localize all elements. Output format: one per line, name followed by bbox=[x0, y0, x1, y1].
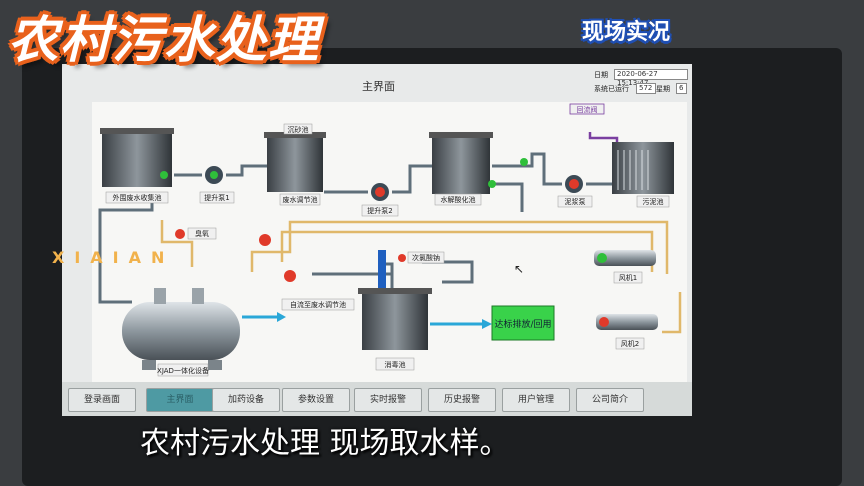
svg-text:泥浆泵: 泥浆泵 bbox=[565, 197, 586, 206]
watermark: XIAIAN bbox=[52, 248, 175, 267]
fan-2: 风机2 bbox=[596, 314, 658, 350]
svg-text:次氯酸钠: 次氯酸钠 bbox=[412, 253, 440, 262]
nav-dosing[interactable]: 加药设备 bbox=[212, 388, 280, 412]
discharge-label: 达标排放/回用 bbox=[494, 318, 551, 330]
nav-company[interactable]: 公司简介 bbox=[576, 388, 644, 412]
svg-text:臭氧: 臭氧 bbox=[195, 229, 209, 238]
runtime-label: 系统已运行 bbox=[594, 85, 629, 93]
sludge-pump: 泥浆泵 bbox=[557, 175, 593, 208]
nav-login[interactable]: 登录画面 bbox=[68, 388, 136, 412]
banner-title: 农村污水处理 bbox=[8, 11, 320, 69]
fan-1: 风机1 bbox=[594, 250, 656, 284]
weekday-value: 6 bbox=[676, 83, 687, 94]
svg-text:自流至废水调节池: 自流至废水调节池 bbox=[290, 300, 346, 309]
svg-text:风机2: 风机2 bbox=[621, 339, 639, 348]
nav-history-alarm[interactable]: 历史报警 bbox=[428, 388, 496, 412]
sludge-tank: 污泥池 回流阀 bbox=[569, 103, 674, 208]
video-subtitle: 农村污水处理 现场取水样。 bbox=[140, 426, 510, 461]
nav-user-mgmt[interactable]: 用户管理 bbox=[502, 388, 570, 412]
svg-text:风机1: 风机1 bbox=[619, 273, 637, 282]
site-tag: 现场实况 bbox=[582, 20, 671, 45]
nav-bar: 登录画面 主界面 加药设备 参数设置 实时报警 历史报警 用户管理 公司简介 bbox=[62, 382, 692, 416]
ozone-valve: 臭氧 bbox=[175, 227, 217, 240]
disinfection-tank: 消毒池 bbox=[358, 288, 432, 371]
weekday-label: 星期 bbox=[656, 85, 670, 93]
discharge-box: 达标排放/回用 bbox=[491, 305, 555, 341]
runtime-value: 572 bbox=[636, 83, 656, 94]
collection-tank: 外围废水收集池 bbox=[100, 128, 174, 204]
sand-tank: 沉砂池 废水调节池 bbox=[264, 123, 326, 206]
page-title: 主界面 bbox=[362, 80, 395, 93]
hmi-top-bar: 主界面 日期 2020-06-27 15:13:47 系统已运行 572 星期 … bbox=[62, 64, 692, 100]
svg-text:回流阀: 回流阀 bbox=[577, 105, 598, 114]
lift-pump-1: 提升泵1 bbox=[199, 166, 235, 204]
svg-text:沉砂池: 沉砂池 bbox=[288, 125, 309, 134]
nav-main[interactable]: 主界面 bbox=[146, 388, 214, 412]
svg-text:水解酸化池: 水解酸化池 bbox=[441, 195, 476, 204]
air-valve-1 bbox=[259, 234, 271, 246]
hydrolysis-tank: 水解酸化池 bbox=[429, 132, 528, 206]
date-label: 日期 bbox=[594, 71, 608, 79]
date-value: 2020-06-27 15:13:47 bbox=[614, 69, 688, 87]
svg-text:污泥池: 污泥池 bbox=[643, 197, 664, 206]
tank-collect-label: 外围废水收集池 bbox=[113, 193, 162, 202]
hmi-screen: 主界面 日期 2020-06-27 15:13:47 系统已运行 572 星期 … bbox=[62, 64, 692, 416]
xjad-unit: XJAD一体化设备 bbox=[122, 288, 240, 377]
lift-pump-2: 提升泵2 bbox=[361, 183, 399, 217]
svg-text:提升泵1: 提升泵1 bbox=[204, 193, 229, 202]
nav-realtime-alarm[interactable]: 实时报警 bbox=[354, 388, 422, 412]
chlorine-tank: 次氯酸钠 bbox=[378, 250, 445, 290]
process-diagram: 外围废水收集池 提升泵1 沉砂池 废水调节池 提升泵2 bbox=[92, 102, 687, 382]
svg-text:提升泵2: 提升泵2 bbox=[367, 206, 392, 215]
svg-text:废水调节池: 废水调节池 bbox=[283, 195, 318, 204]
air-valve-2 bbox=[284, 270, 296, 282]
svg-text:消毒池: 消毒池 bbox=[385, 360, 406, 369]
nav-params[interactable]: 参数设置 bbox=[282, 388, 350, 412]
svg-text:XJAD一体化设备: XJAD一体化设备 bbox=[157, 366, 209, 375]
mouse-cursor-icon: ↖ bbox=[514, 262, 525, 276]
